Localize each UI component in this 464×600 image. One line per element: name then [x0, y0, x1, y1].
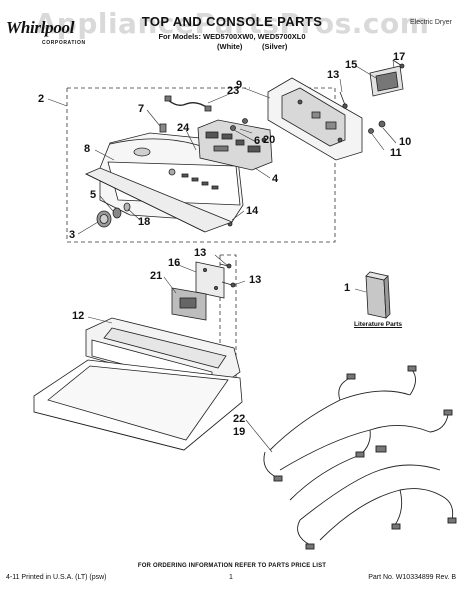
callout-19: 19	[233, 426, 246, 438]
callout-24: 24	[177, 122, 190, 134]
callout-6: 6	[254, 135, 261, 147]
screw-set-10-11	[368, 120, 386, 134]
callout-20: 20	[263, 134, 276, 146]
model-numbers: For Models: WED5700XW0, WED5700XL0	[158, 32, 306, 41]
callout-4: 4	[272, 173, 279, 185]
callout-leaders	[47, 59, 397, 453]
product-type: Electric Dryer	[409, 19, 452, 26]
callout-21: 21	[150, 270, 163, 282]
callout-13-mid-a: 13	[194, 247, 207, 259]
console-wire-harness-23	[164, 95, 212, 112]
console-bracket	[369, 59, 405, 97]
callout-9: 9	[236, 79, 243, 91]
literature-parts-label: Literature Parts	[354, 321, 403, 328]
print-info: 4-11 Printed in U.S.A. (LT) (psw)	[6, 574, 107, 581]
callout-2: 2	[38, 93, 45, 105]
callout-12: 12	[72, 310, 85, 322]
door-switch	[171, 287, 207, 321]
screw-13-top	[339, 91, 348, 109]
callout-16: 16	[168, 257, 181, 269]
brand-logo: Whirlpool	[6, 18, 75, 37]
console-trim	[85, 167, 234, 233]
callout-11: 11	[390, 147, 402, 159]
cycle-knob	[96, 202, 131, 228]
part-number: Part No. W10334899 Rev. B	[368, 574, 456, 581]
callout-13-mid-b: 13	[249, 274, 262, 286]
page-number: 1	[229, 574, 233, 581]
variant-white: (White)	[217, 42, 243, 51]
door-switch-bracket	[195, 261, 225, 299]
clip-7	[159, 123, 167, 133]
callout-10: 10	[399, 136, 412, 148]
callout-23: 23	[227, 85, 240, 97]
literature-pack	[365, 271, 391, 319]
callout-7: 7	[138, 103, 145, 115]
brand-subtext: CORPORATION	[42, 40, 86, 46]
callout-15: 15	[345, 59, 358, 71]
screws-6-20	[230, 118, 248, 131]
callout-3: 3	[69, 229, 76, 241]
electronic-control-board	[197, 119, 273, 171]
ordering-note: FOR ORDERING INFORMATION REFER TO PARTS …	[137, 563, 327, 569]
callout-17: 17	[393, 51, 406, 63]
screws-13-mid	[219, 263, 236, 288]
callout-8: 8	[84, 143, 91, 155]
dryer-top	[33, 317, 243, 451]
callout-5: 5	[90, 189, 97, 201]
callout-22: 22	[233, 413, 246, 425]
variant-silver: (Silver)	[262, 42, 288, 51]
callout-1: 1	[344, 282, 351, 294]
callout-13-top: 13	[327, 69, 340, 81]
callout-18: 18	[138, 216, 151, 228]
callout-14: 14	[246, 205, 259, 217]
console-rear-panel	[267, 77, 363, 161]
page-title: TOP AND CONSOLE PARTS	[141, 14, 323, 29]
main-wire-harness	[263, 365, 457, 550]
